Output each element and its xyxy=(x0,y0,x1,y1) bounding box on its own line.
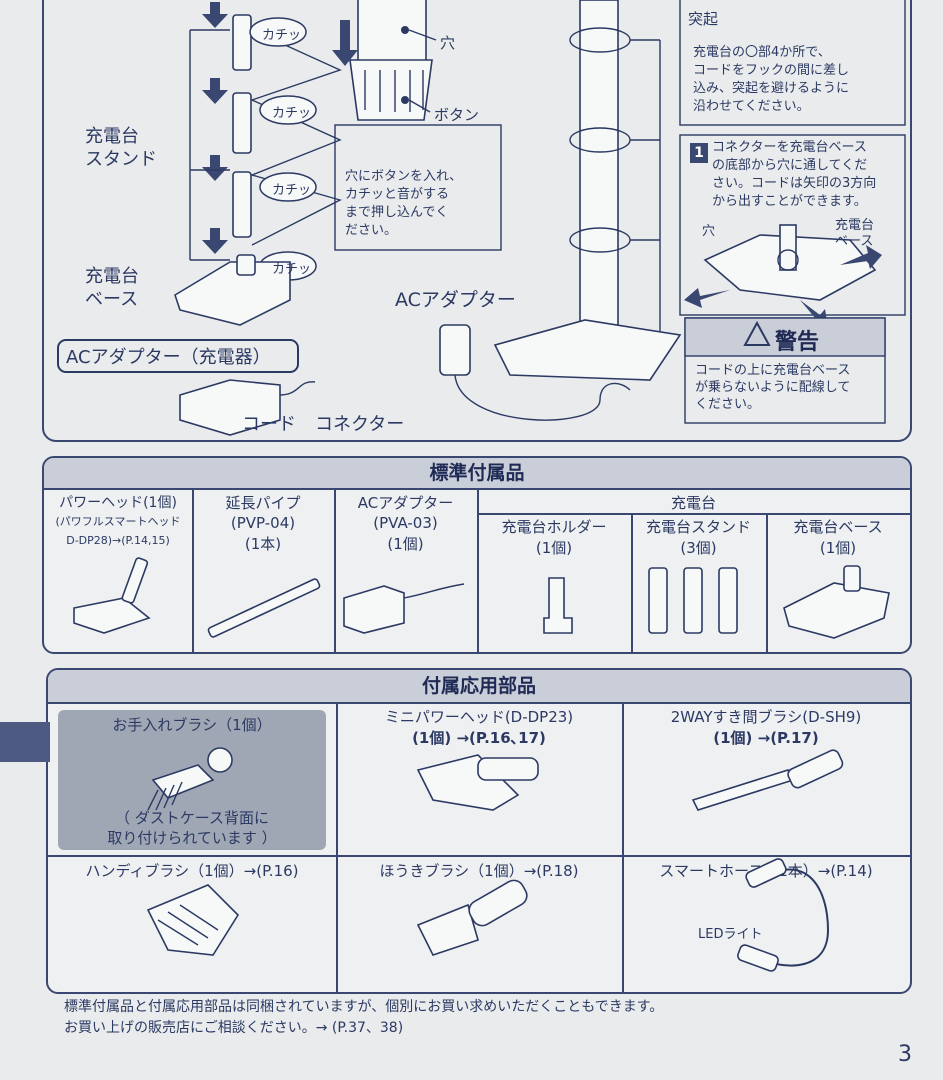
stand-label: 充電台 スタンド xyxy=(85,126,157,170)
step-base-label: 充電台 ベース xyxy=(835,218,875,249)
step-note: コネクターを充電台ベース の底部から穴に通してくだ さい。コードは矢印の3方向 … xyxy=(712,140,877,209)
optional-handy-brush: ハンディブラシ（1個）→(P.16) xyxy=(85,862,299,880)
insert-note: 穴にボタンを入れ、 カチッと音がする まで押し込んでく ださい。 xyxy=(345,169,463,238)
click-label-1: カチッ xyxy=(262,28,302,43)
accessory-name: 充電台ホルダー xyxy=(501,518,607,536)
optional-ref: (1個) →(P.17) xyxy=(713,729,819,747)
optional-cleaning-brush: お手入れブラシ（1個） xyxy=(48,714,336,735)
charger-box-label: ACアダプター（充電器） xyxy=(66,347,271,368)
accessory-power-head: パワーヘッド(1個) (パワフルスマートヘッド D-DP28)→(P.14,15… xyxy=(44,492,192,550)
protrusion-label: 突起 xyxy=(688,10,719,28)
optional-parts-panel: 付属応用部品 お手入れブラシ（1個） （ ダストケース背面に 取り付けられていま… xyxy=(46,668,912,994)
accessory-detail: (PVA-03) (1個) xyxy=(373,514,438,553)
hole-label: 穴 xyxy=(440,34,456,52)
standard-accessory-drawings xyxy=(73,557,890,639)
led-light-label: LEDライト xyxy=(698,927,763,942)
accessory-stand-holder: 充電台ホルダー (1個) xyxy=(477,516,631,558)
optional-ref: (1個) →(P.16､17) xyxy=(412,729,546,747)
accessory-name: パワーヘッド(1個) xyxy=(59,495,177,511)
accessory-ac-adapter: ACアダプター (PVA-03) (1個) xyxy=(334,492,477,555)
click-label-2: カチッ xyxy=(272,106,312,121)
cleaning-brush-note: （ ダストケース背面に 取り付けられています ） xyxy=(107,809,277,847)
standard-accessories-panel: 標準付属品 充電台 パワーヘッド(1個) (パワフルスマートヘッド D-DP28… xyxy=(42,456,912,654)
optional-name: ミニパワーヘッド(D-DP23) xyxy=(384,708,574,726)
optional-name: 2WAYすき間ブラシ(D-SH9) xyxy=(670,708,862,726)
accessory-extension-pipe: 延長パイプ (PVP-04) (1本) xyxy=(192,492,334,555)
charging-stand-group-label: 充電台 xyxy=(670,494,716,512)
accessory-detail: (3個) xyxy=(680,539,717,557)
button-label: ボタン xyxy=(434,106,480,124)
warning-title: 警告 xyxy=(775,330,820,355)
optional-broom-brush: ほうきブラシ（1個）→(P.18) xyxy=(379,862,579,880)
click-label-4: カチッ xyxy=(272,262,312,277)
connector-label: コネクター xyxy=(315,414,405,435)
cord-label: コード xyxy=(242,414,296,435)
click-label-3: カチッ xyxy=(272,183,312,198)
page-number: 3 xyxy=(898,1042,912,1067)
assembly-illustration xyxy=(57,0,906,436)
accessory-detail: (パワフルスマートヘッド D-DP28)→(P.14,15) xyxy=(55,515,181,547)
accessory-name: ACアダプター xyxy=(357,494,454,512)
accessory-detail: (1個) xyxy=(819,539,857,557)
step-hole-label: 穴 xyxy=(702,224,716,239)
accessory-stand-base: 充電台ベース (1個) xyxy=(766,516,910,558)
optional-mini-power-head: ミニパワーヘッド(D-DP23) (1個) →(P.16､17) xyxy=(336,706,622,748)
optional-crevice-brush: 2WAYすき間ブラシ(D-SH9) (1個) →(P.17) xyxy=(622,706,910,748)
optional-name: お手入れブラシ（1個） xyxy=(112,716,272,734)
step-number-badge: 1 xyxy=(690,143,708,163)
standard-accessories-title: 標準付属品 xyxy=(44,458,910,490)
optional-parts-drawings xyxy=(146,747,844,972)
footer-line-2: お買い上げの販売店にご相談ください。→ (P.37、38) xyxy=(64,1020,404,1036)
accessory-name: 充電台ベース xyxy=(793,518,883,536)
assembly-panel xyxy=(42,0,912,442)
base-label: 充電台 ベース xyxy=(85,266,139,310)
ac-adapter-label: ACアダプター xyxy=(395,289,516,311)
accessory-stand: 充電台スタンド (3個) xyxy=(631,516,766,558)
accessory-name: 充電台スタンド xyxy=(645,518,751,536)
optional-parts-title: 付属応用部品 xyxy=(48,670,910,704)
hook-note: 充電台の〇部4か所で、 コードをフックの間に差し 込み、突起を避けるように 沿わ… xyxy=(693,45,850,114)
warning-text: コードの上に充電台ベース が乗らないように配線して ください。 xyxy=(695,363,851,412)
section-index-tab xyxy=(0,722,50,762)
accessory-detail: (1個) xyxy=(535,539,573,557)
footer-line-1: 標準付属品と付属応用部品は同梱されていますが、個別にお買い求めいただくこともでき… xyxy=(64,999,664,1015)
accessory-detail: (PVP-04) (1本) xyxy=(230,514,296,553)
accessory-name: 延長パイプ xyxy=(225,494,301,512)
